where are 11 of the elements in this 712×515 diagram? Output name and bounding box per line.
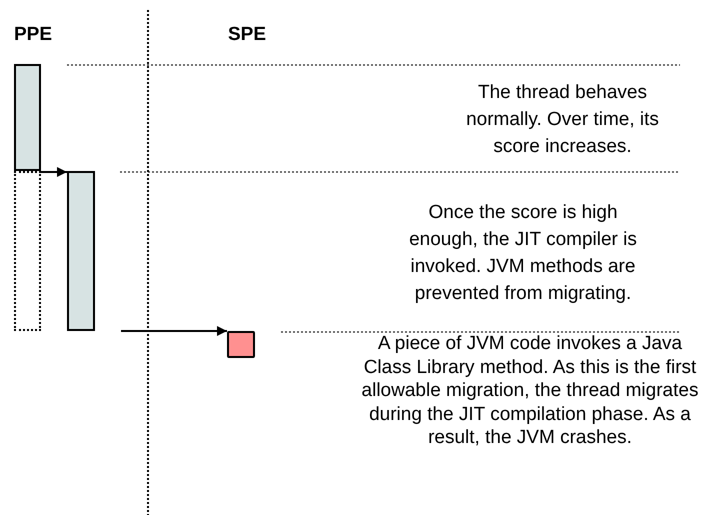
arrow — [121, 326, 227, 336]
column-heading: PPE — [14, 24, 54, 46]
crash-box — [227, 331, 255, 358]
description-text: A piece of JVM code invokes a Java Class Library method. As this is the first allowable migration, the thread migrates during the JIT compilation phase. As a result, the JVM crashes. — [360, 332, 700, 450]
thread-bar — [67, 171, 95, 331]
description-text: Once the score is high enough, the JIT compiler is invoked. JVM methods are prevented from migrating. — [408, 201, 638, 306]
description-text: The thread behaves normally. Over time, its score increases. — [465, 81, 660, 159]
column-heading: SPE — [228, 24, 268, 46]
former-thread-bar — [14, 171, 41, 331]
arrow — [41, 167, 67, 177]
thread-bar — [14, 64, 41, 171]
